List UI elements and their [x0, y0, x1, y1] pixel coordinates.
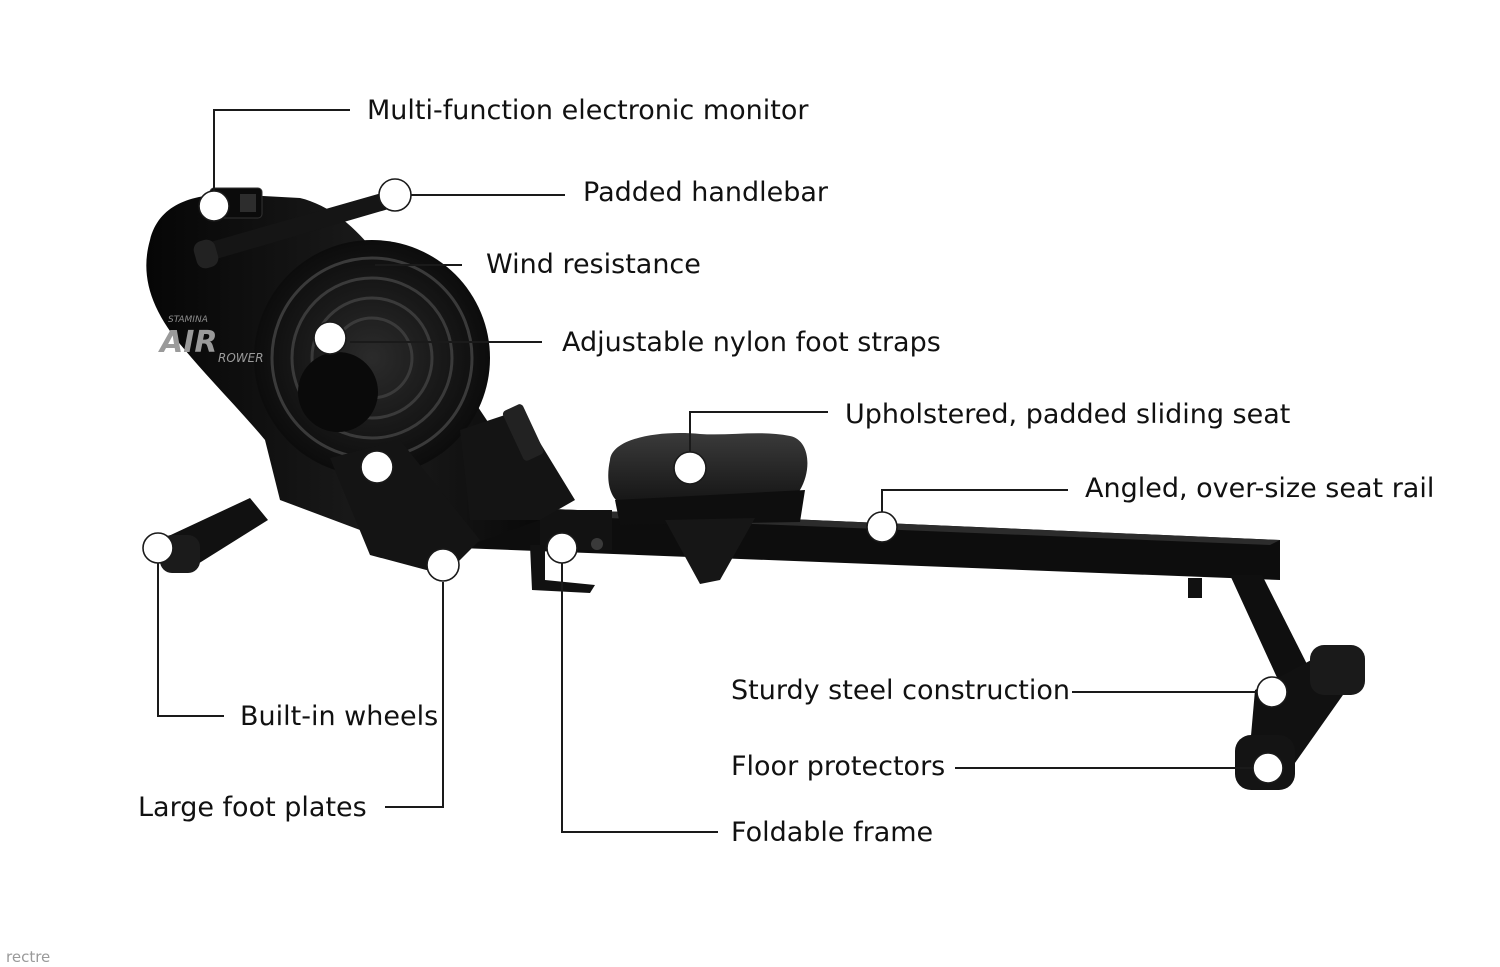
- label-monitor: Multi-function electronic monitor: [367, 95, 809, 126]
- leader-frame: [561, 548, 718, 833]
- fan-cage: [254, 240, 490, 476]
- callout-labels: Multi-function electronic monitor Padded…: [138, 95, 1434, 848]
- label-frame: Foldable frame: [731, 817, 933, 848]
- marker-frame: [546, 532, 578, 564]
- marker-wind: [313, 321, 347, 355]
- rear-leg: [1230, 575, 1315, 695]
- watermark: rectre: [6, 948, 50, 966]
- leader-monitor: [213, 109, 350, 195]
- marker-handlebar: [378, 178, 412, 212]
- leader-plates: [385, 582, 444, 808]
- marker-seat: [673, 451, 707, 485]
- logo-line1: AIR: [158, 325, 217, 360]
- fold-latch: [530, 545, 595, 593]
- monitor-screen: [240, 194, 256, 212]
- label-floor: Floor protectors: [731, 751, 945, 782]
- leader-seat: [689, 411, 828, 468]
- logo-line2: ROWER: [218, 351, 264, 365]
- fan-ring-2: [290, 276, 454, 440]
- marker-dots: [142, 178, 1288, 784]
- seat-cushion: [608, 433, 808, 510]
- handlebar-bar: [200, 192, 392, 262]
- rail-end-cap: [1188, 578, 1202, 598]
- marker-steel: [1256, 676, 1288, 708]
- hinge-knob: [591, 538, 603, 550]
- marker-straps: [360, 450, 394, 484]
- label-wind: Wind resistance: [486, 249, 701, 280]
- rear-end-cap: [1310, 645, 1365, 695]
- label-handlebar: Padded handlebar: [583, 177, 829, 208]
- marker-floor: [1252, 752, 1284, 784]
- seat-base: [615, 490, 805, 525]
- marker-monitor: [198, 190, 230, 222]
- label-wheels: Built-in wheels: [240, 701, 438, 732]
- fan-ring-3: [310, 296, 434, 420]
- foot-plate-right: [460, 410, 575, 520]
- leader-wheels: [157, 563, 224, 717]
- handlebar-grip: [193, 239, 219, 269]
- label-plates: Large foot plates: [138, 792, 367, 823]
- leader-rail: [881, 489, 1068, 527]
- label-steel: Sturdy steel construction: [731, 675, 1070, 706]
- product-logo: STAMINA AIR ROWER: [158, 315, 264, 365]
- logo-brand: STAMINA: [168, 315, 208, 325]
- marker-plates: [426, 548, 460, 582]
- label-straps: Adjustable nylon foot straps: [562, 327, 941, 358]
- marker-rail: [866, 511, 898, 543]
- seat-carriage: [665, 518, 755, 584]
- label-seat: Upholstered, padded sliding seat: [845, 399, 1290, 430]
- foot-strap: [502, 404, 544, 461]
- fan-hub: [298, 352, 378, 432]
- label-rail: Angled, over-size seat rail: [1085, 473, 1434, 504]
- marker-wheels: [142, 532, 174, 564]
